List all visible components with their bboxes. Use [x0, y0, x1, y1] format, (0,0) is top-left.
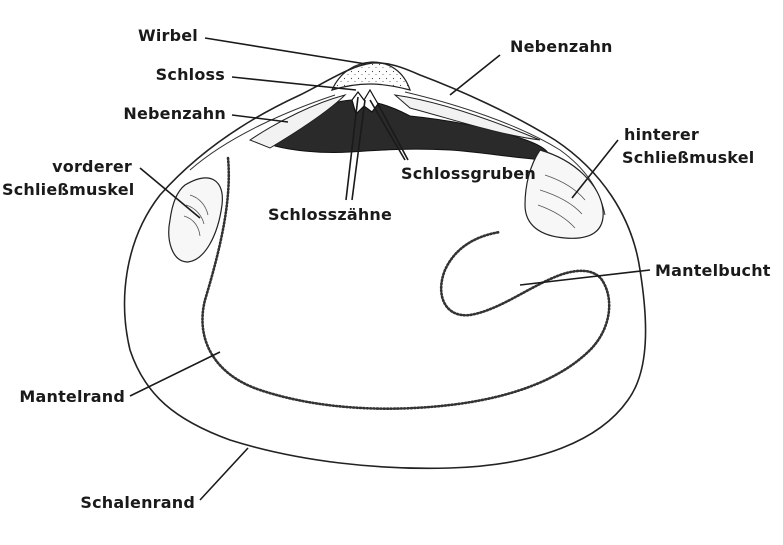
lateral-tooth-left: [248, 94, 347, 149]
label-nebenzahn-left: Nebenzahn: [123, 104, 226, 123]
leader-schloss: [231, 76, 357, 91]
leader-schlosszaehne-a: [345, 96, 359, 201]
shell-outline: [123, 62, 647, 470]
leader-schlosszaehne-b: [351, 99, 366, 201]
label-vorderer-line1: vorderer: [52, 157, 132, 176]
anterior-adductor-scar: [168, 177, 223, 263]
leader-schlossgruben-a: [369, 99, 406, 161]
lateral-tooth-right: [393, 94, 541, 141]
label-schloss: Schloss: [155, 65, 225, 84]
label-vorderer-line2: Schließmuskel: [2, 180, 135, 199]
leader-lines: [129, 37, 651, 501]
leader-mantelrand: [129, 351, 221, 397]
leader-nebenzahn-left: [231, 114, 289, 123]
label-schlosszaehne: Schlosszähne: [268, 205, 393, 224]
label-nebenzahn-right: Nebenzahn: [510, 37, 613, 56]
label-wirbel: Wirbel: [137, 26, 198, 45]
label-schalenrand: Schalenrand: [80, 493, 195, 512]
leader-schlossgruben-b: [377, 103, 409, 161]
label-schlossgruben: Schlossgruben: [401, 164, 536, 183]
umbo: [330, 61, 411, 91]
leader-nebenzahn-right: [449, 54, 501, 96]
label-mantelbucht: Mantelbucht: [655, 261, 771, 280]
leader-schalenrand: [199, 447, 249, 501]
leader-mantelbucht: [519, 269, 651, 286]
label-hinterer-line2: Schließmuskel: [622, 148, 755, 167]
label-hinterer-line1: hinterer: [624, 125, 699, 144]
label-mantelrand: Mantelrand: [19, 387, 125, 406]
pallial-line: [201, 156, 611, 410]
leader-vorderer: [139, 167, 201, 219]
posterior-adductor-striations: [537, 174, 586, 229]
leader-hinterer: [571, 139, 619, 199]
leader-wirbel: [204, 37, 367, 65]
posterior-adductor-scar: [524, 149, 604, 239]
anterior-adductor-striations: [183, 194, 209, 237]
